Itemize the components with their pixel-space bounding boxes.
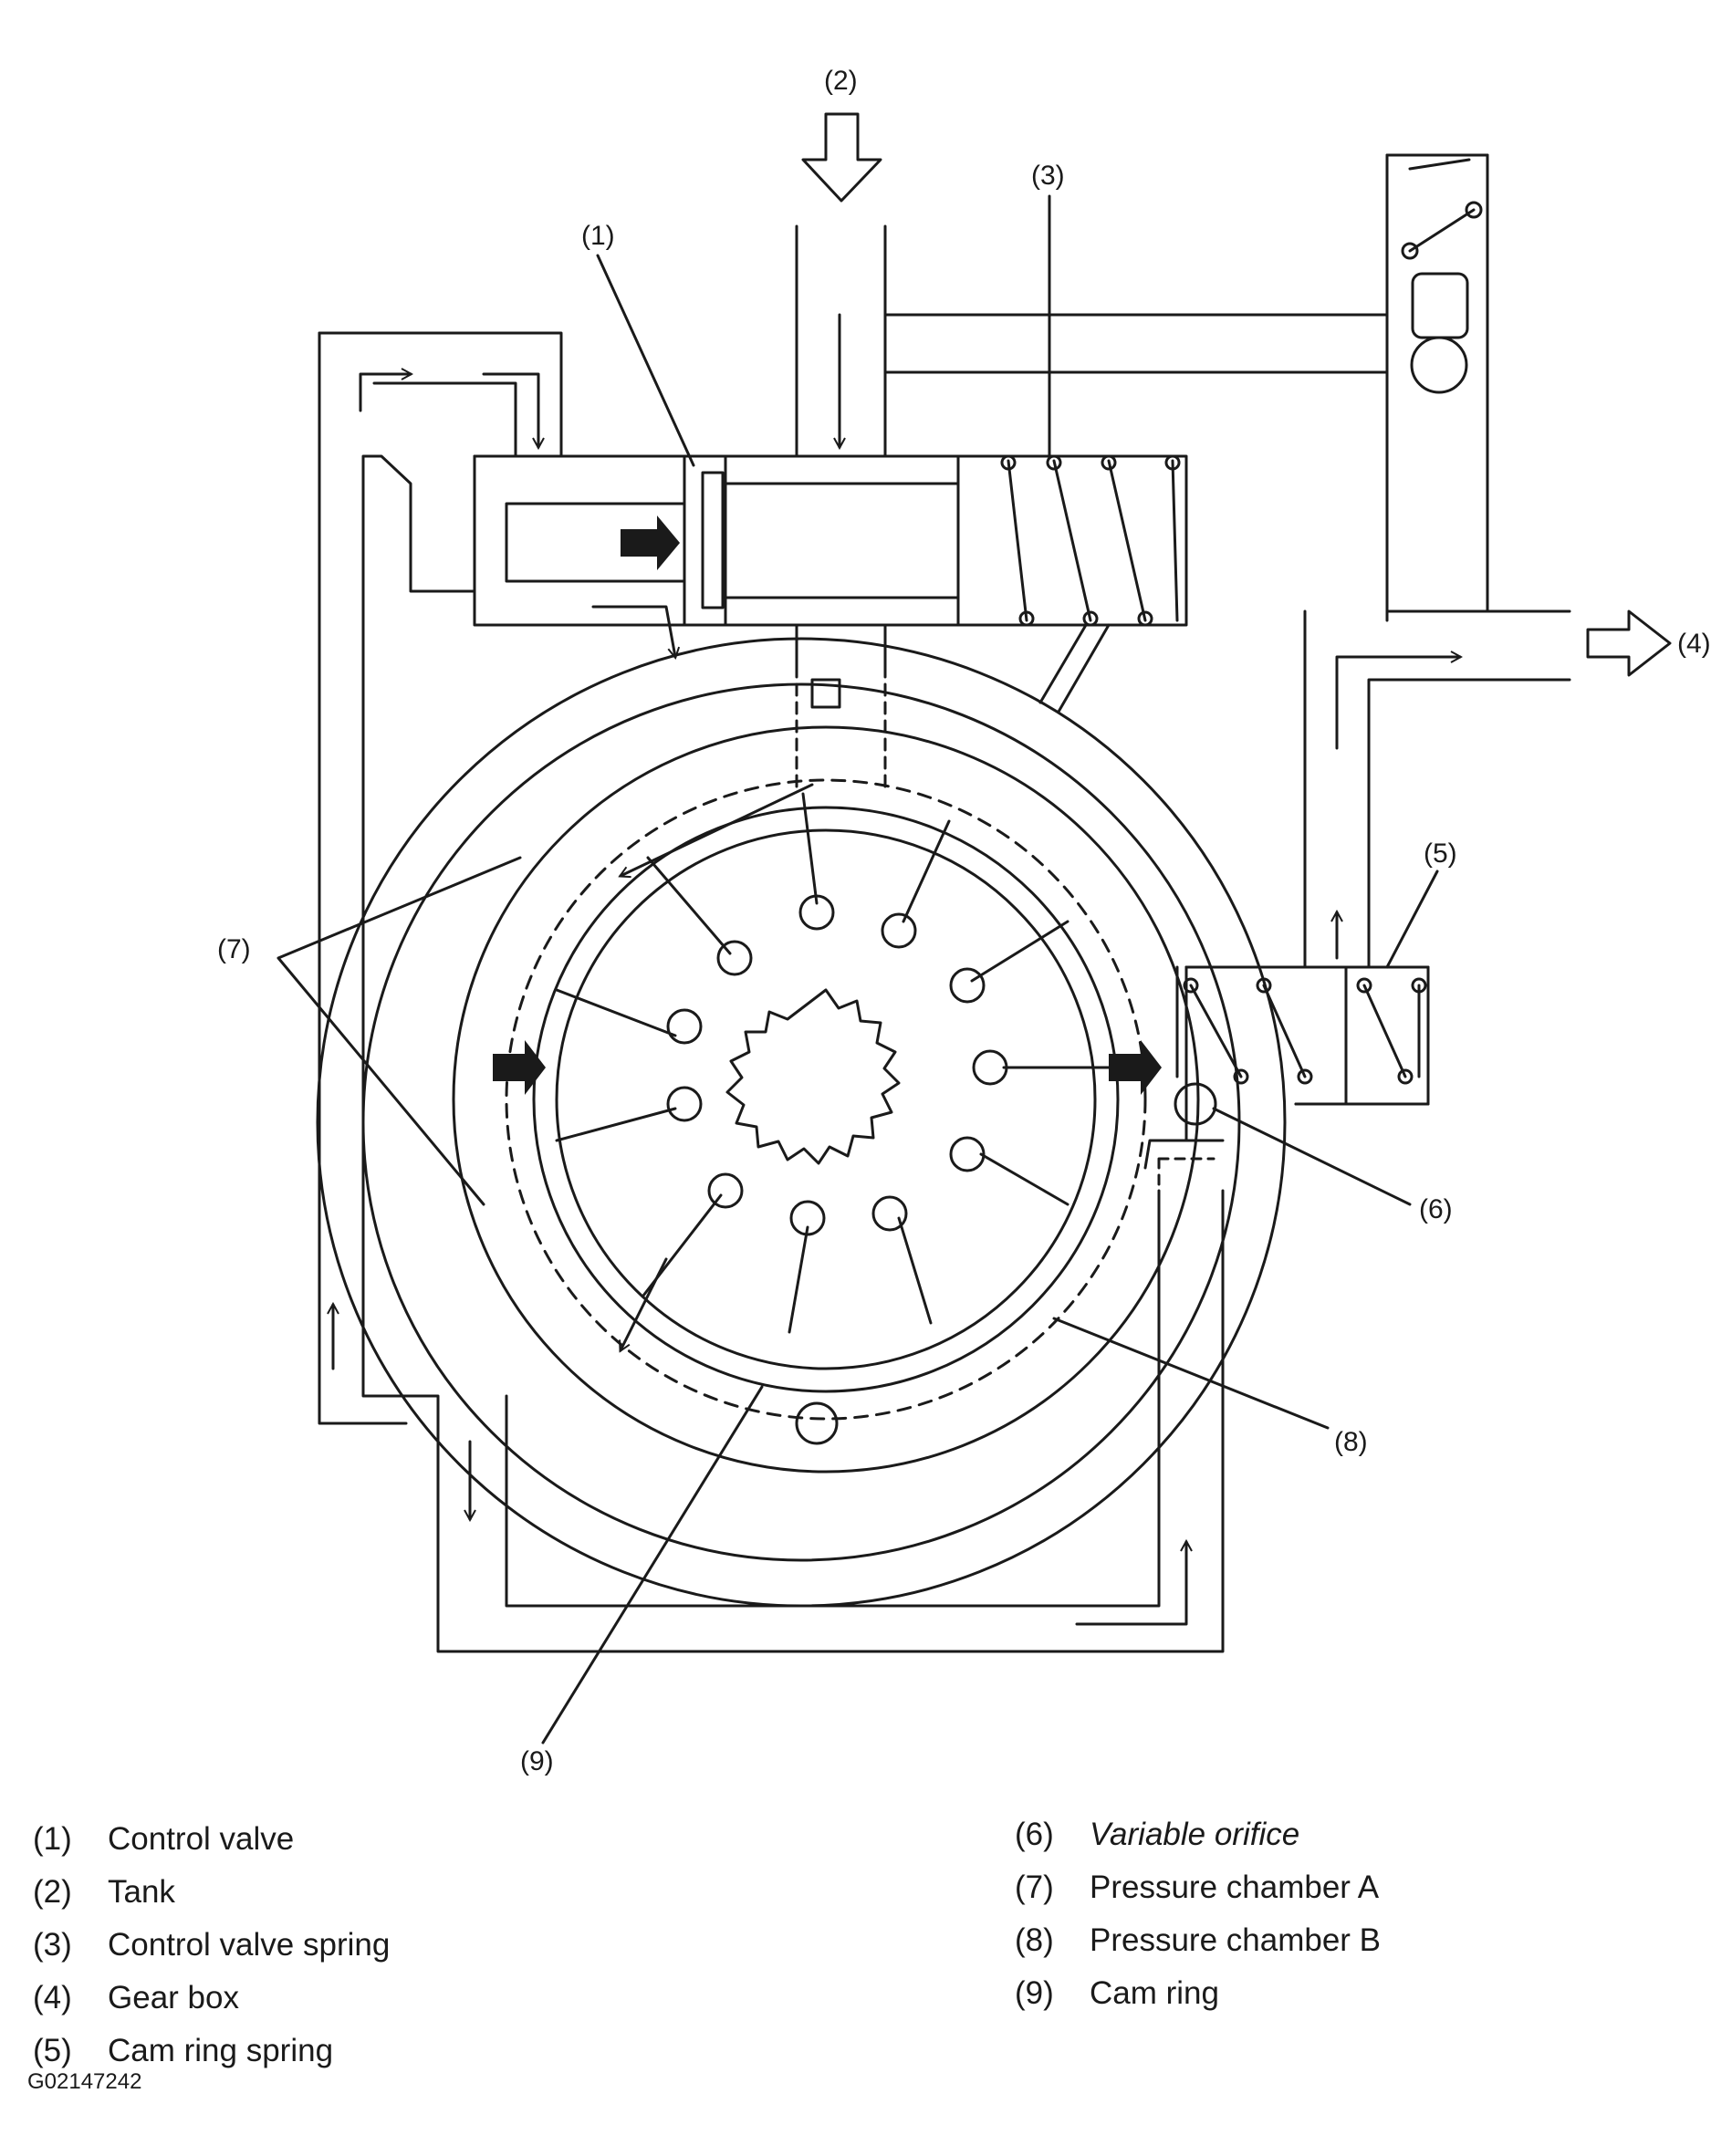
legend-left: (1)Control valve (2)Tank (3)Control valv… [33, 1813, 390, 2078]
control-valve-housing [473, 454, 1188, 627]
rotor-outer [532, 806, 1120, 1393]
callout-2: (2) [824, 66, 858, 96]
legend-item: (3)Control valve spring [33, 1927, 391, 1963]
pump-housing [316, 637, 1287, 1608]
rotor-gear [725, 988, 901, 1165]
callout-5: (5) [1424, 838, 1457, 869]
callout-8: (8) [1334, 1427, 1368, 1457]
pump-diagram: (1) (2) (3) (4) (5) (6) (7) (8) (9) [217, 66, 1711, 1776]
figure-id: G02147242 [27, 2069, 142, 2094]
callout-1: (1) [581, 221, 615, 251]
legend-item: (5)Cam ring spring [33, 2033, 334, 2068]
tank-inlet [795, 224, 887, 458]
tank-arrow [801, 112, 882, 203]
legend-item: (6)Variable orifice [1015, 1817, 1300, 1852]
legend-item: (9)Cam ring [1015, 1975, 1219, 2011]
inner-return-passage [318, 331, 408, 1425]
legend-item: (7)Pressure chamber A [1015, 1870, 1380, 1905]
cam-ring-spring [1183, 977, 1427, 1085]
variable-orifice [1174, 1082, 1217, 1126]
control-valve-spring [1000, 454, 1181, 627]
pressure-chamber-outer [361, 682, 1241, 1562]
legend-item: (2)Tank [33, 1874, 175, 1910]
legend-item: (4)Gear box [33, 1980, 239, 2015]
callout-7: (7) [217, 934, 251, 964]
legend-right: (6)Variable orifice (7)Pressure chamber … [1015, 1808, 1381, 2020]
control-valve [683, 454, 727, 627]
callout-9: (9) [520, 1746, 554, 1776]
cam-ring [452, 725, 1200, 1474]
callout-3: (3) [1031, 161, 1065, 191]
gearbox-arrow [1586, 609, 1672, 677]
callout-4: (4) [1677, 629, 1711, 659]
rotor-vanes [555, 792, 1124, 1334]
relief-valve [1385, 153, 1489, 622]
callout-6: (6) [1419, 1194, 1453, 1224]
cam-pivot [795, 1401, 839, 1445]
legend-item: (8)Pressure chamber B [1015, 1922, 1382, 1958]
legend-item: (1)Control valve [33, 1821, 295, 1857]
